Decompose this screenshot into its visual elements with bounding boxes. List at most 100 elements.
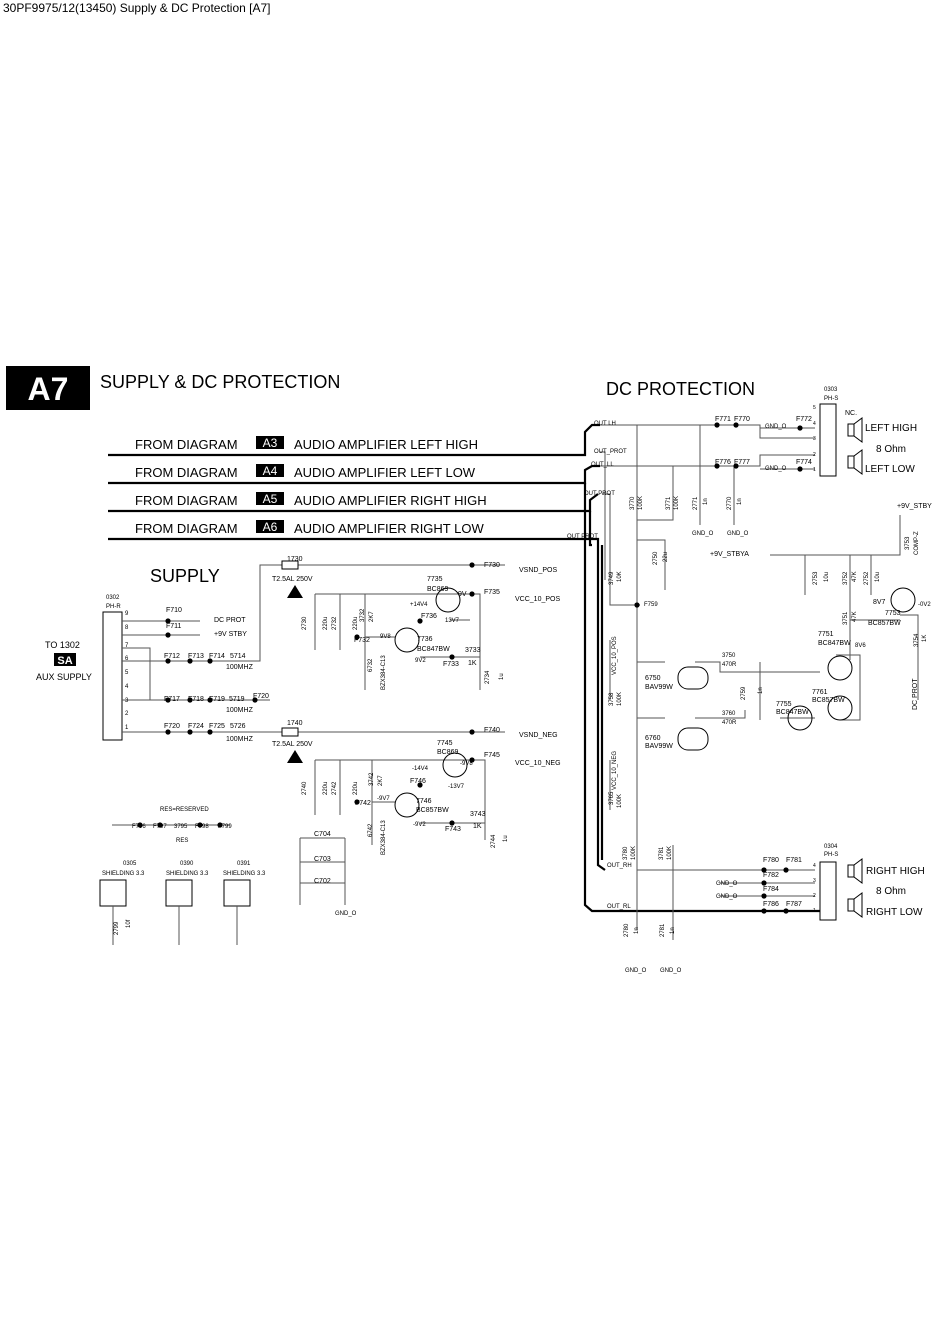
supply-label: -9V7 [377,796,390,802]
from-badge: A4 [263,464,278,478]
dc-label: 3753 [905,536,911,550]
test-point [417,618,423,624]
supply-label: 100MHZ [226,707,254,714]
test-point [761,880,767,886]
test-point [165,729,171,735]
test-point [469,562,475,568]
supply-label: RES [176,838,188,844]
connector-0304 [819,861,837,921]
dc-label: BAV99W [645,684,673,691]
dc-label: 2 [813,452,816,458]
dc-label: 10u [824,572,830,582]
dc-label: 3758 [609,692,615,706]
test-point [207,729,213,735]
supply-label: F718 [188,696,204,703]
supply-label: F735 [484,589,500,596]
supply-label: F719 [209,696,225,703]
from-row-a6[interactable]: FROM DIAGRAM A6 AUDIO AMPLIFIER RIGHT LO… [135,520,484,536]
dc-label: BC847BW [818,640,851,647]
test-point [783,908,789,914]
shielding-0391 [223,879,251,907]
test-point [165,658,171,664]
supply-label: AUX SUPPLY [36,672,92,682]
supply-label: C702 [314,878,331,885]
dc-label: F776 [715,459,731,466]
fuse-1740 [281,727,299,737]
dc-label: OUT PROT [584,491,615,497]
warning-icon [287,750,303,763]
from-prefix: FROM DIAGRAM [135,437,238,452]
dc-label: 47K [852,611,858,622]
supply-label: F730 [484,562,500,569]
supply-label: BC857BW [416,807,449,814]
dc-label: OUT_LL [591,462,614,468]
supply-label: 2 [125,711,129,717]
supply-label: F717 [164,696,180,703]
supply-label: 220u [323,617,329,630]
supply-label: 220u [323,782,329,795]
supply-label: VSND_POS [519,567,557,574]
dc-label: 3771 [666,496,672,510]
from-label: AUDIO AMPLIFIER LEFT LOW [294,465,476,480]
dc-label: F782 [763,872,779,879]
dc-label: 2759 [741,686,747,700]
speaker-right-high-icon [847,858,863,884]
supply-label: 6742 [368,823,374,837]
dc-label: OUT_RL [607,904,631,910]
from-row-a4[interactable]: FROM DIAGRAM A4 AUDIO AMPLIFIER LEFT LOW [135,464,476,480]
dc-label: 2770 [727,496,733,510]
supply-label: 9V2 [415,658,426,664]
supply-label: 2K7 [369,611,375,622]
dc-label: 3780 [623,846,629,860]
dc-label: 4 [813,421,816,427]
supply-label: 5719 [229,696,245,703]
supply-label: 1u [499,673,505,680]
supply-label: 5726 [230,723,246,730]
warning-icon [287,585,303,598]
supply-label: 1u [503,835,509,842]
supply-label: 7 [125,643,129,649]
test-point [797,425,803,431]
supply-label: T2.5AL 250V [272,741,313,748]
supply-label: BC869 [437,749,459,756]
supply-label: 2740 [302,781,308,795]
dc-label: F759 [644,602,658,608]
from-label: AUDIO AMPLIFIER RIGHT HIGH [294,493,487,508]
signal-buses [108,423,820,913]
dc-label: 3770 [630,496,636,510]
dc-label: GND_O [765,424,787,430]
diode-6760 [677,727,709,751]
supply-label: BZX384-C13 [381,655,387,690]
dc-label: 8V6 [855,643,866,649]
test-point [207,658,213,664]
dc-label: DC PROT [912,678,919,710]
supply-label: 0390 [180,861,194,867]
supply-label: 0391 [237,861,251,867]
dc-label: 6760 [645,735,661,742]
connector-0303 [819,403,837,477]
supply-label: F745 [484,752,500,759]
supply-label: 8 [125,625,129,631]
dc-label: +9V_STBY [897,503,932,510]
dc-label: -0V2 [918,602,931,608]
test-point [207,697,213,703]
from-row-a5[interactable]: FROM DIAGRAM A5 AUDIO AMPLIFIER RIGHT HI… [135,492,487,508]
supply-label: 100MHZ [226,664,254,671]
dc-label: 3752 [843,571,849,585]
connector-0302 [102,611,123,741]
dc-label: 7751 [818,631,834,638]
supply-wiring [99,560,505,945]
supply-label: 1 [125,725,129,731]
supply-label: 2K7 [378,775,384,786]
dc-label: 2771 [693,496,699,510]
dc-label: F770 [734,416,750,423]
dc-label: 10u [875,572,881,582]
dc-label: 2 [813,893,816,899]
supply-label: 9 [125,611,129,617]
from-row-a3[interactable]: FROM DIAGRAM A3 AUDIO AMPLIFIER LEFT HIG… [135,436,478,452]
supply-label: TO 1302 [45,640,80,650]
dc-label: 7753 [885,610,901,617]
dc-label: PH-S [824,852,838,858]
supply-label: 7736 [417,636,433,643]
